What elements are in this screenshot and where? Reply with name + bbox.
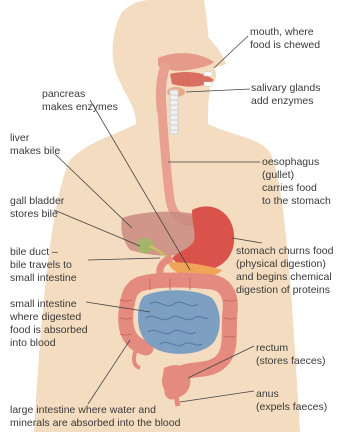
label-rectum: rectum (stores faeces)	[256, 342, 325, 368]
label-oesophagus: oesophagus (gullet) carries food to the …	[262, 156, 331, 208]
pharynx	[161, 64, 166, 112]
label-small-intestine: small intestine where digested food is a…	[10, 298, 88, 350]
label-stomach: stomach churns food (physical digestion)…	[236, 245, 333, 297]
label-mouth: mouth, where food is chewed	[250, 26, 320, 52]
trachea	[170, 90, 178, 134]
small-intestine-organ	[138, 290, 220, 354]
label-large-intestine: large intestine where water and minerals…	[10, 404, 180, 430]
label-anus: anus (expels faeces)	[256, 388, 327, 414]
label-bile-duct: bile duct – bile travels to small intest…	[10, 246, 77, 285]
label-gall-bladder: gall bladder stores bile	[10, 195, 64, 221]
label-pancreas: pancreas makes enzymes	[42, 88, 118, 114]
label-liver: liver makes bile	[10, 132, 60, 158]
label-salivary-glands: salivary glands add enzymes	[251, 82, 320, 108]
